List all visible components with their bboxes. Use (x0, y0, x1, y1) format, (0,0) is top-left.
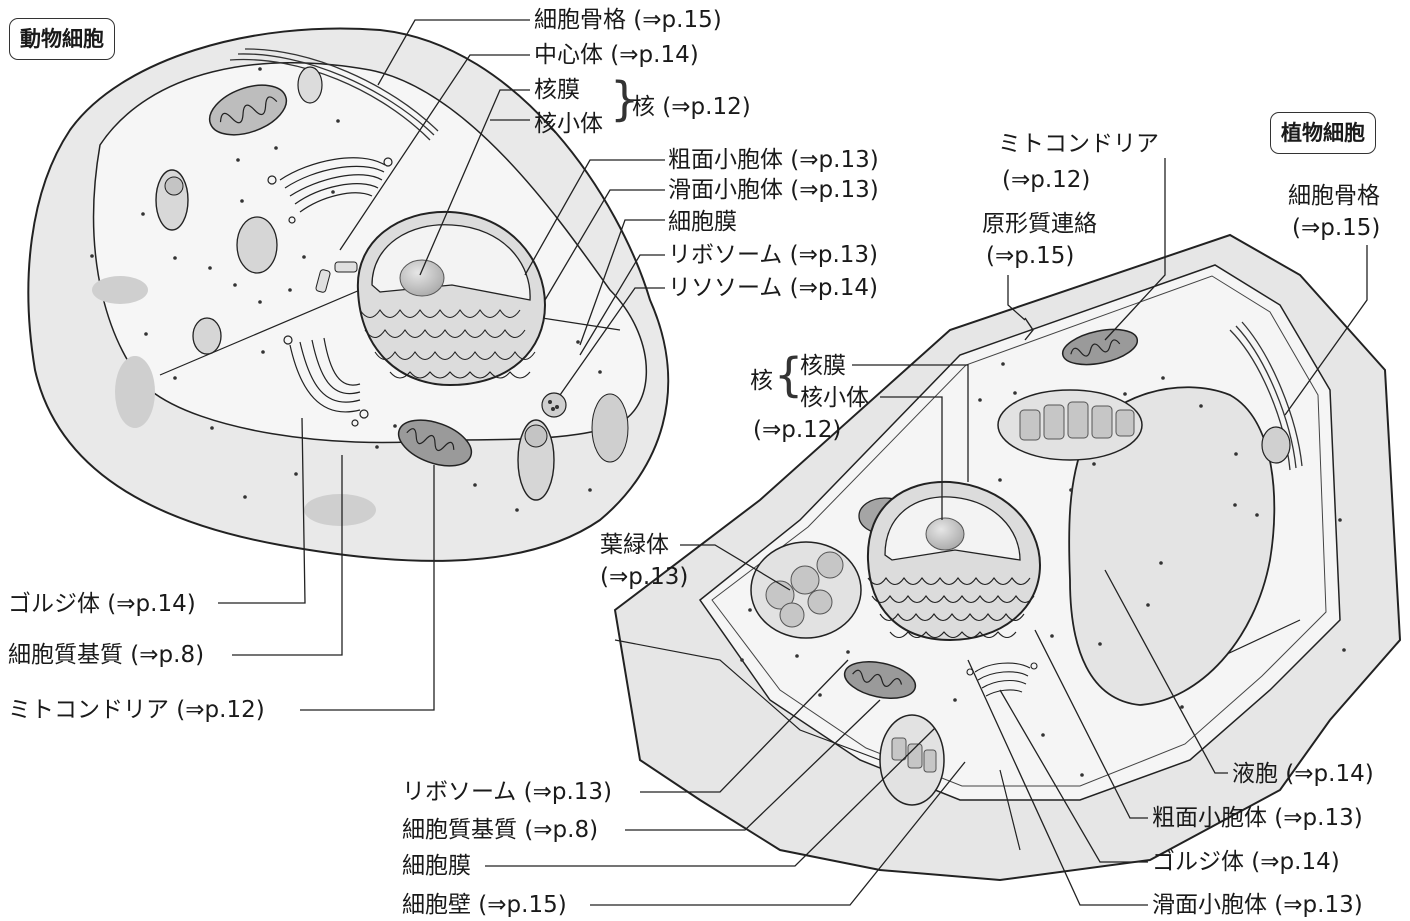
animal-label-cytosol: 細胞質基質 (⇒p.8) (8, 642, 205, 668)
plant-label-plasmodesmata-name: 原形質連絡 (982, 211, 1097, 237)
animal-label-cell-membrane: 細胞膜 (668, 209, 737, 235)
animal-label-centrosome: 中心体 (⇒p.14) (534, 42, 699, 68)
plant-label-vacuole: 液胞 (⇒p.14) (1232, 761, 1374, 787)
plant-rough-er (867, 577, 1035, 639)
plant-label-nucleolus: 核小体 (800, 385, 869, 411)
animal-centrioles (315, 261, 358, 293)
plant-label-ribosome: リボソーム (⇒p.13) (402, 779, 613, 805)
plant-chloroplast-top (997, 389, 1143, 461)
animal-mitochondrion-1 (208, 84, 288, 136)
plant-cell-title: 植物細胞 (1270, 112, 1376, 154)
plant-nucleus-brace: { (774, 348, 804, 402)
animal-golgi-bottom (283, 335, 369, 427)
plant-chloroplast-bottom (879, 714, 945, 806)
plant-label-nucleus: 核 (750, 368, 773, 394)
animal-mitochondrion-4 (517, 419, 555, 501)
plant-label-chloroplast-name: 葉緑体 (600, 532, 669, 558)
leader-lines (218, 19, 1368, 906)
animal-cell-title: 動物細胞 (9, 18, 115, 60)
plant-label-chloroplast-ref: (⇒p.13) (600, 564, 689, 590)
plant-mitochondrion-top (1061, 328, 1139, 366)
plant-label-cytosol: 細胞質基質 (⇒p.8) (402, 817, 599, 843)
plant-nucleus (866, 480, 1042, 642)
plant-cell (613, 233, 1402, 882)
plant-label-plasmodesmata-ref: (⇒p.15) (986, 243, 1075, 269)
animal-label-ribosome: リボソーム (⇒p.13) (668, 242, 879, 268)
plant-label-cytoskeleton-name: 細胞骨格 (1288, 183, 1380, 209)
animal-label-nucleolus: 核小体 (534, 111, 603, 137)
animal-label-mitochondria: ミトコンドリア (⇒p.12) (8, 697, 265, 723)
plant-label-nucleus-ref: (⇒p.12) (753, 417, 842, 443)
animal-lysosome (541, 392, 567, 418)
plant-label-cytoskeleton-ref: (⇒p.15) (1292, 215, 1381, 241)
animal-rough-er (359, 309, 536, 379)
animal-label-smooth-er: 滑面小胞体 (⇒p.13) (668, 177, 879, 203)
animal-label-cytoskeleton: 細胞骨格 (⇒p.15) (534, 7, 722, 33)
animal-label-nucleus: 核 (⇒p.12) (632, 94, 751, 120)
plant-label-nuclear-envelope: 核膜 (800, 353, 846, 379)
plant-label-smooth-er: 滑面小胞体 (⇒p.13) (1152, 892, 1363, 918)
animal-label-nuclear-envelope: 核膜 (534, 77, 580, 103)
plant-vacuole (1068, 386, 1276, 706)
animal-nucleus (356, 210, 547, 387)
animal-label-lysosome: リソソーム (⇒p.14) (668, 275, 879, 301)
plant-chloroplast-left (750, 541, 862, 639)
plant-label-cell-wall: 細胞壁 (⇒p.15) (402, 892, 567, 918)
animal-label-rough-er: 粗面小胞体 (⇒p.13) (668, 147, 879, 173)
plant-mitochondrion-right (1261, 426, 1291, 464)
plant-ribosome-dots (740, 362, 1346, 777)
plant-label-mitochondria-name: ミトコンドリア (998, 131, 1159, 157)
cytoskeleton-fibers (229, 48, 439, 141)
animal-ribosome-dots (90, 67, 602, 512)
animal-label-golgi: ゴルジ体 (⇒p.14) (8, 591, 196, 617)
plant-label-cell-membrane: 細胞膜 (402, 853, 471, 879)
animal-nucleus-brace: } (610, 72, 640, 126)
plant-mitochondrion-bottom (843, 661, 917, 699)
plant-label-golgi: ゴルジ体 (⇒p.14) (1152, 849, 1340, 875)
plant-label-rough-er: 粗面小胞体 (⇒p.13) (1152, 805, 1363, 831)
plasmodesma (1024, 317, 1034, 341)
animal-mitochondrion-2 (155, 169, 189, 231)
plant-label-mitochondria-ref: (⇒p.12) (1002, 167, 1091, 193)
animal-cell (27, 27, 670, 562)
animal-mitochondrion-3 (397, 419, 473, 467)
animal-golgi-top (267, 157, 393, 224)
